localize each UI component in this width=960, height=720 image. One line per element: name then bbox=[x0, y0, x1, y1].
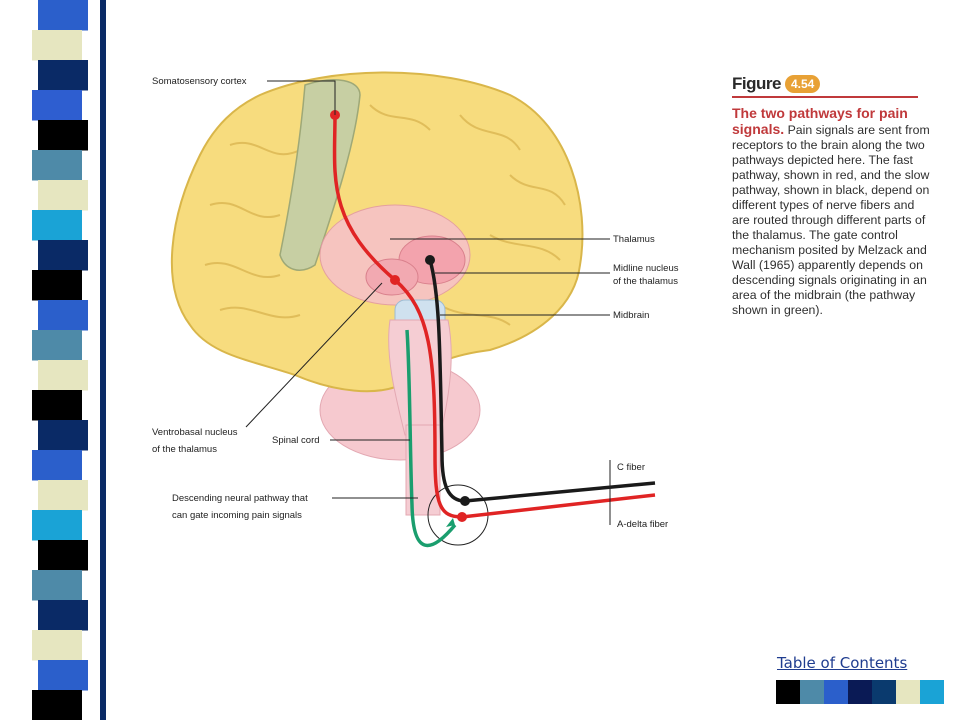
label-midline-nucleus: Midline nucleus bbox=[613, 263, 679, 274]
label-thalamus: Thalamus bbox=[613, 234, 655, 245]
stripe-segment bbox=[32, 330, 82, 361]
label-spinal-cord: Spinal cord bbox=[272, 435, 320, 446]
stripe-segment bbox=[38, 240, 88, 271]
descending-pathway-line bbox=[405, 329, 457, 548]
stripe-segment bbox=[32, 630, 82, 661]
stripe-segment bbox=[32, 30, 82, 61]
figure-heading: Figure 4.54 bbox=[732, 74, 932, 94]
color-palette bbox=[776, 680, 944, 704]
stripe-segment bbox=[32, 90, 82, 121]
label-ventrobasal-nucleus: Ventrobasal nucleus bbox=[152, 427, 238, 438]
label-midline-nucleus-line2: of the thalamus bbox=[613, 276, 678, 287]
stripe-edge bbox=[100, 0, 106, 720]
stripe-segment bbox=[38, 600, 88, 631]
stripe-segment bbox=[32, 450, 82, 481]
label-c-fiber: C fiber bbox=[617, 462, 645, 473]
stripe-segment bbox=[38, 0, 88, 31]
label-descending-pathway: Descending neural pathway that bbox=[172, 493, 308, 504]
figure-word: Figure bbox=[732, 74, 781, 93]
stripe-segment bbox=[38, 360, 88, 391]
somatosensory-cortex-region bbox=[279, 79, 361, 271]
palette-swatch bbox=[920, 680, 944, 704]
fast-pathway-node bbox=[457, 512, 467, 522]
stripe-segment bbox=[32, 210, 82, 241]
palette-swatch bbox=[776, 680, 800, 704]
palette-swatch bbox=[800, 680, 824, 704]
stripe-segment bbox=[38, 420, 88, 451]
decorative-stripe-bar bbox=[32, 0, 106, 720]
descending-arrowhead bbox=[446, 518, 455, 527]
caption-text: The two pathways for pain signals. Pain … bbox=[732, 106, 932, 318]
stripe-segment bbox=[38, 540, 88, 571]
palette-swatch bbox=[896, 680, 920, 704]
label-somatosensory-cortex: Somatosensory cortex bbox=[152, 76, 247, 87]
stripe-segment bbox=[38, 660, 88, 691]
label-descending-pathway-line2: can gate incoming pain signals bbox=[172, 510, 302, 521]
stripe-segment bbox=[32, 510, 82, 541]
figure-caption: Figure 4.54 The two pathways for pain si… bbox=[732, 74, 932, 318]
palette-swatch bbox=[872, 680, 896, 704]
label-midbrain: Midbrain bbox=[613, 310, 649, 321]
stripe-segment bbox=[32, 270, 82, 301]
stripe-segment bbox=[38, 300, 88, 331]
pain-pathways-diagram: Somatosensory cortex Thalamus Midline nu… bbox=[152, 71, 679, 548]
label-a-delta-fiber: A-delta fiber bbox=[617, 519, 668, 530]
palette-swatch bbox=[824, 680, 848, 704]
label-leader-lines bbox=[245, 80, 611, 525]
stripe-segment bbox=[38, 120, 88, 151]
fast-pathway-node bbox=[390, 275, 400, 285]
palette-swatch bbox=[848, 680, 872, 704]
fast-pathway-line bbox=[332, 114, 656, 519]
slow-pathway-node bbox=[425, 255, 435, 265]
stripe-segment bbox=[32, 570, 82, 601]
slow-pathway-node bbox=[460, 496, 470, 506]
slow-pathway-line bbox=[428, 259, 656, 503]
caption-body: Pain signals are sent from receptors to … bbox=[732, 123, 930, 317]
stripe-segment bbox=[38, 60, 88, 91]
stripe-segment bbox=[32, 390, 82, 421]
stripe-segment bbox=[38, 480, 88, 511]
brain-gyri bbox=[204, 104, 566, 326]
stripe-segment bbox=[32, 690, 82, 720]
table-of-contents-link[interactable]: Table of Contents bbox=[777, 654, 908, 672]
figure-rule bbox=[732, 96, 918, 98]
stripe-segment bbox=[38, 180, 88, 211]
caption-title: The two pathways for pain signals. bbox=[732, 105, 908, 137]
stripe-segment bbox=[32, 150, 82, 181]
label-ventrobasal-nucleus-line2: of the thalamus bbox=[152, 444, 217, 455]
figure-number-badge: 4.54 bbox=[784, 75, 821, 93]
